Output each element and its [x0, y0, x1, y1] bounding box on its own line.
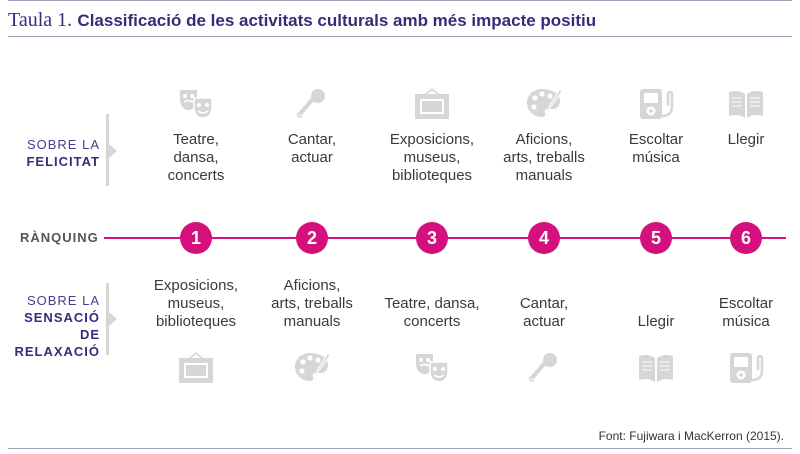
theater-masks-icon [176, 86, 216, 122]
page-title: Taula 1. Classificació de les activitats… [8, 9, 596, 32]
top-rule [8, 0, 792, 1]
happiness-item-label: Teatre, dansa, concerts [167, 131, 225, 184]
rank-badge-4: 4 [528, 222, 560, 254]
palette-icon [292, 350, 332, 386]
row-label-relax: SOBRE LA SENSACIÓ DE RELAXACIÓ [0, 292, 100, 360]
picture-frame-icon [176, 350, 216, 386]
relax-bracket [106, 283, 109, 355]
rank-badge-6: 6 [730, 222, 762, 254]
happiness-item-label: Escoltar música [628, 131, 684, 166]
title-rule [8, 36, 792, 37]
happiness-item-label: Llegir [727, 131, 765, 148]
music-player-icon [726, 350, 766, 386]
title-main: Classificació de les activitats cultural… [77, 11, 597, 30]
happiness-item-label: Aficions, arts, treballs manuals [503, 131, 585, 184]
theater-masks-icon [412, 350, 452, 386]
happiness-bracket-arrow [109, 144, 117, 158]
happiness-item-label: Exposicions, museus, biblioteques [389, 131, 475, 184]
music-player-icon [636, 86, 676, 122]
row-label-happiness-line1: SOBRE LA [26, 137, 100, 152]
row-label-relax-line3: RELAXACIÓ [14, 344, 100, 359]
relax-item-label: Exposicions, museus, biblioteques [153, 277, 239, 330]
bottom-rule [8, 448, 792, 449]
row-label-happiness: SOBRE LA FELICITAT [26, 136, 100, 170]
title-prefix: Taula 1. [8, 9, 73, 31]
open-book-icon [636, 350, 676, 386]
open-book-icon [726, 86, 766, 122]
picture-frame-icon [412, 86, 452, 122]
row-label-relax-line2: SENSACIÓ DE [24, 310, 100, 342]
relax-bracket-arrow [109, 312, 117, 326]
relax-item-label: Aficions, arts, treballs manuals [271, 277, 353, 330]
relax-item-label: Cantar, actuar [519, 295, 569, 330]
ranking-label: RÀNQUING [20, 230, 99, 245]
row-label-relax-line1: SOBRE LA [26, 293, 100, 308]
rank-badge-5: 5 [640, 222, 672, 254]
happiness-bracket [106, 114, 109, 186]
row-label-happiness-line2: FELICITAT [26, 154, 100, 169]
rank-badge-3: 3 [416, 222, 448, 254]
rank-badge-2: 2 [296, 222, 328, 254]
happiness-item-label: Cantar, actuar [287, 131, 337, 166]
relax-item-label: Llegir [637, 313, 675, 330]
palette-icon [524, 86, 564, 122]
rank-badge-1: 1 [180, 222, 212, 254]
relax-item-label: Teatre, dansa, concerts [384, 295, 480, 330]
source-note: Font: Fujiwara i MacKerron (2015). [598, 429, 784, 443]
relax-item-label: Escoltar música [718, 295, 774, 330]
microphone-icon [292, 86, 332, 122]
microphone-icon [524, 350, 564, 386]
